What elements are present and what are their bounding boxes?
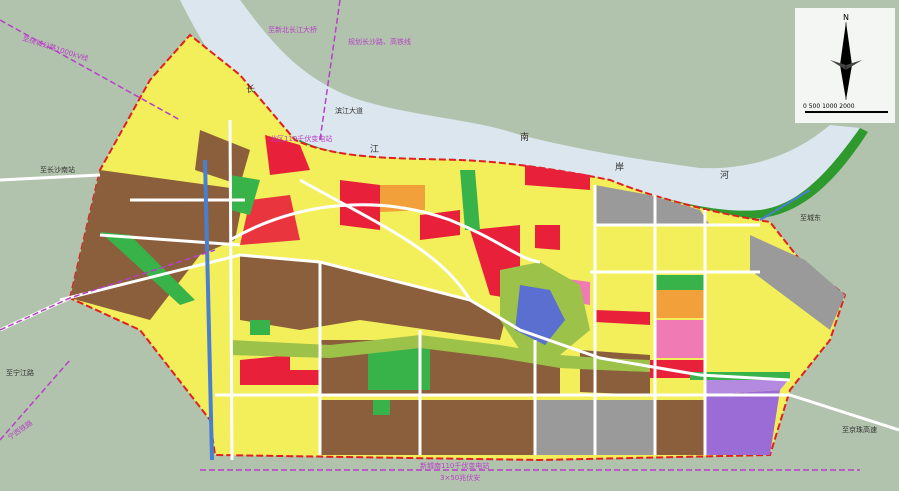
road-diagonal-main: [59, 253, 791, 382]
road-west-a: [99, 233, 241, 247]
zone-utility-se: [705, 390, 780, 455]
canal: [203, 159, 214, 461]
stream-east: [759, 189, 811, 221]
park-west-strip: [100, 232, 195, 305]
label-top-center-2: 规划长沙路、高铁线: [348, 37, 411, 46]
park-small-a: [250, 320, 270, 335]
greenway-corridor: [230, 335, 650, 372]
park-nw: [230, 175, 260, 215]
road-canal-west: [228, 119, 234, 461]
rail-north: [319, 0, 341, 141]
zone-commercial-g: [290, 370, 320, 385]
label-west-road-2: 至宁江路: [6, 368, 34, 377]
label-south-substation-2: 3×50兆伏安: [440, 473, 480, 482]
rail-nw: [0, 19, 181, 121]
road-out-west: [0, 173, 101, 182]
river-label-1: 长: [246, 83, 255, 95]
scale-text: 0 500 1000 2000: [803, 103, 855, 110]
zone-industrial-se: [655, 400, 705, 455]
label-east-road-2: 至京珠高速: [842, 425, 877, 434]
river-label-2: 江: [370, 144, 379, 155]
zone-commercial-h: [595, 310, 650, 325]
zone-commercial-b: [525, 165, 590, 190]
river-label-4: 岸: [615, 162, 624, 173]
zone-education-east: [655, 320, 705, 358]
river-label-3: 南: [520, 131, 529, 143]
label-top-center: 至新北长江大桥: [268, 25, 317, 34]
zone-industrial-nw: [195, 130, 250, 185]
north-arrow-label: N: [843, 13, 849, 22]
label-north-road: 滨江大道: [335, 106, 363, 115]
park-east: [655, 275, 705, 290]
zone-industrial-center: [240, 255, 505, 340]
road-curve-center: [299, 178, 472, 301]
zone-industrial-south: [320, 400, 535, 455]
rail-west: [0, 249, 216, 331]
zone-logistics-east: [750, 235, 845, 330]
park-small-b: [373, 400, 390, 415]
river: [180, 0, 860, 211]
park-center: [368, 348, 430, 390]
label-east-road: 至城东: [800, 213, 821, 222]
road-network: [0, 119, 899, 461]
zone-industrial-east: [580, 350, 650, 395]
zone-mixed-b: [655, 290, 705, 318]
zone-commercial-d: [535, 225, 560, 250]
river-label-5: 河: [720, 169, 729, 181]
zone-commercial-i: [420, 210, 460, 240]
zone-industrial-west: [70, 170, 245, 320]
zone-commercial-north: [265, 135, 310, 175]
road-out-east: [789, 393, 899, 432]
zone-logistics-ne: [595, 185, 710, 225]
road-curve-north: [229, 203, 541, 264]
park-north-strip: [460, 170, 480, 230]
zone-commercial-f: [240, 355, 290, 385]
zone-utility-strip: [705, 378, 790, 395]
label-substation-north: 北区110千伏变电站: [270, 134, 332, 143]
compass-rose-icon: [830, 22, 862, 100]
label-west-road: 至长沙南站: [40, 165, 75, 174]
rail-lines: [0, 0, 860, 471]
central-lake: [515, 285, 565, 345]
label-south-substation: 新城南110千伏变电站: [420, 461, 489, 470]
